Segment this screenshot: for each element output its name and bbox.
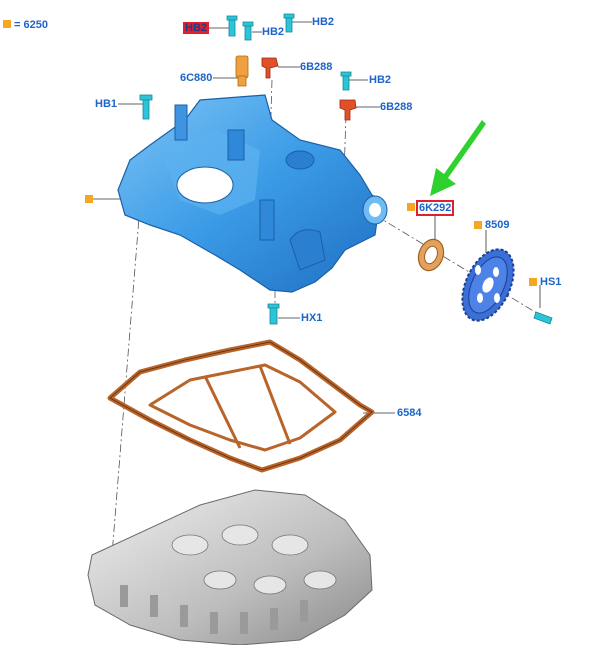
orange-marker-cover	[85, 195, 93, 203]
label-6b288-b: 6B288	[380, 101, 413, 113]
label-hb1: HB1	[95, 98, 118, 110]
sensor-6c880	[235, 55, 249, 87]
legend: = 6250	[3, 19, 48, 31]
label-redacted-top: HB2	[183, 22, 210, 34]
cover-part	[117, 94, 388, 293]
gear-8509	[461, 248, 515, 322]
gasket-outline	[109, 341, 373, 471]
sensors-6b288	[261, 57, 357, 121]
label-6584: 6584	[397, 407, 422, 419]
legend-text: = 6250	[14, 19, 48, 31]
cylinder-head	[87, 489, 373, 645]
green-arrow	[430, 120, 486, 196]
bolts	[139, 13, 553, 325]
gasket-6584	[107, 339, 375, 473]
orange-marker-hs1	[529, 278, 537, 286]
label-hb2-right: HB2	[369, 74, 392, 86]
label-hx1: HX1	[301, 312, 323, 324]
label-hs1: HS1	[540, 276, 562, 288]
label-6b288-a: 6B288	[300, 61, 333, 73]
label-6c880: 6C880	[180, 72, 213, 84]
label-hb2-mid: HB2	[262, 26, 285, 38]
seal-6k292	[417, 238, 445, 272]
label-hb2-top-right: HB2	[312, 16, 335, 28]
orange-marker-gear	[474, 221, 482, 229]
label-6k292: 6K292	[416, 200, 455, 216]
orange-marker-seal	[407, 203, 415, 211]
legend-swatch	[3, 20, 11, 28]
label-8509: 8509	[485, 219, 510, 231]
